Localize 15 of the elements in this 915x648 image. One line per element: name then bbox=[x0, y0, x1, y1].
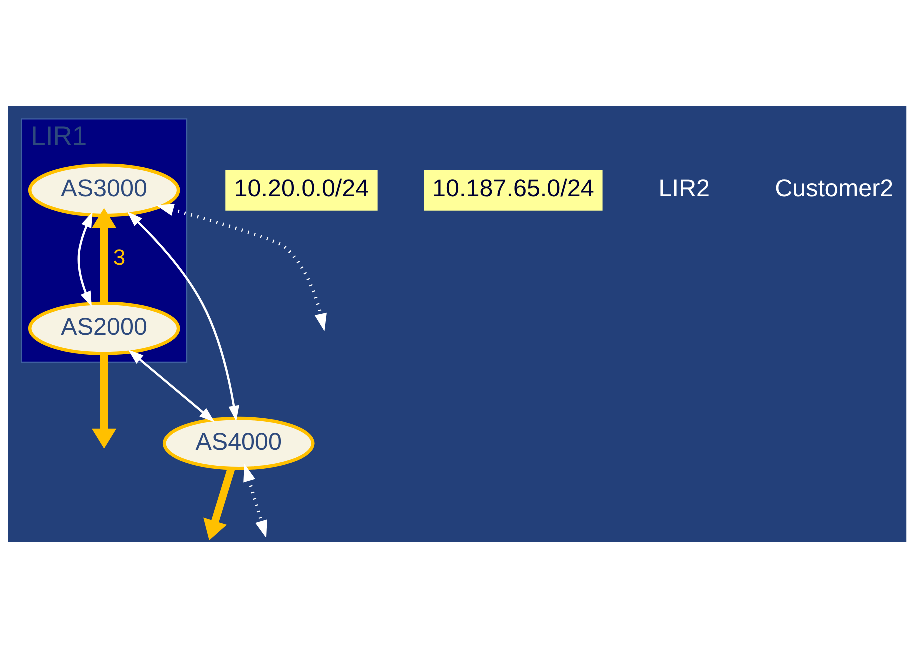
label: Customer2 bbox=[775, 176, 894, 203]
node-ellipse: AS2000 bbox=[28, 302, 180, 356]
arrow bbox=[92, 354, 117, 449]
edge-label: 3 bbox=[113, 245, 126, 270]
arrow bbox=[156, 204, 327, 332]
node-box: 10.20.0.0/24 bbox=[226, 170, 378, 211]
arrow bbox=[78, 212, 93, 308]
label: LIR2 bbox=[658, 176, 710, 203]
arrow bbox=[204, 468, 236, 541]
arrow bbox=[127, 212, 240, 422]
arrow bbox=[128, 350, 215, 422]
arrow bbox=[92, 208, 117, 304]
node-ellipse: AS4000 bbox=[162, 416, 315, 470]
arrow bbox=[244, 464, 268, 538]
node-box: 10.187.65.0/24 bbox=[424, 170, 603, 211]
